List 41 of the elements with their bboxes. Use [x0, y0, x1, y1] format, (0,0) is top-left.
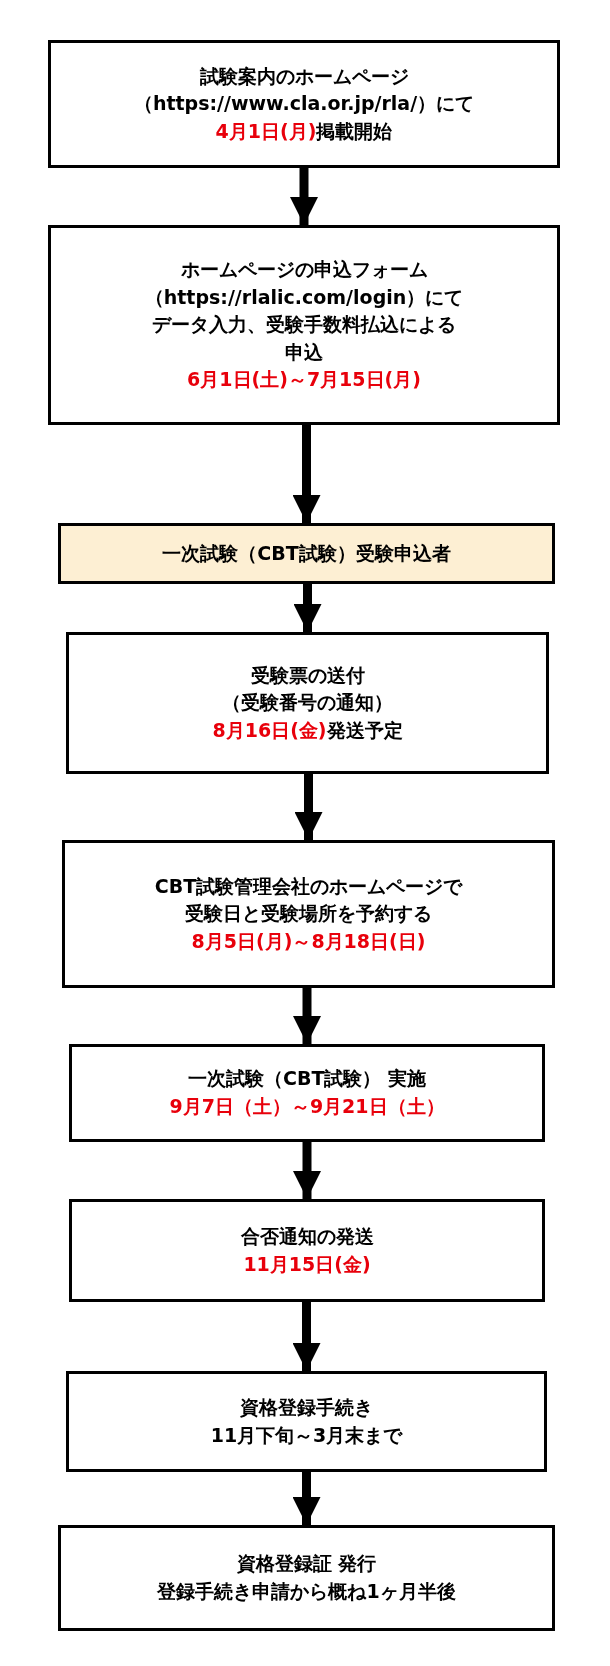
- step-text: 受験日と受験場所を予約する: [185, 902, 432, 925]
- process-box: [58, 523, 555, 584]
- date-text: 8月5日(月)～8月18日(日): [191, 929, 426, 952]
- arrow: [292, 1472, 321, 1525]
- process-box: [62, 840, 555, 988]
- arrow: [293, 988, 321, 1044]
- step-text: （https://www.cla.or.jp/rla/）にて: [133, 92, 475, 115]
- step-text: 登録手続き申請から概ね1ヶ月半後: [157, 1580, 456, 1602]
- arrow: [293, 584, 322, 632]
- step-text: 発送予定: [326, 718, 403, 741]
- step-text: ホームページの申込フォーム: [180, 258, 428, 281]
- date-text: 6月1日(土)～7月15日(月): [187, 368, 421, 391]
- process-box: [66, 1371, 547, 1472]
- arrow: [290, 168, 318, 225]
- arrow: [293, 1142, 321, 1199]
- process-box: [69, 1199, 545, 1302]
- process-box: [69, 1044, 545, 1142]
- step-text: 受験票の送付: [250, 663, 365, 686]
- step-text: CBT試験管理会社のホームページで: [154, 874, 463, 897]
- step-text: 掲載開始: [316, 119, 393, 142]
- date-text: 8月16日(金): [212, 718, 327, 741]
- arrow: [292, 425, 321, 523]
- step-text: 試験案内のホームページ: [199, 64, 409, 87]
- step-text: 一次試験（CBT試験）受験申込者: [162, 541, 451, 564]
- date-text: 4月1日(月): [215, 119, 317, 142]
- arrow: [294, 774, 323, 840]
- step-text: 合否通知の発送: [240, 1224, 374, 1247]
- step-text: （https://rlalic.com/login）にて: [144, 285, 464, 308]
- date-text: 11月15日(金): [243, 1252, 371, 1275]
- step-text: 資格登録手続き: [240, 1395, 373, 1418]
- arrow: [292, 1302, 321, 1371]
- process-box: [48, 225, 560, 425]
- step-text: 11月下旬～3月末まで: [210, 1423, 403, 1446]
- step-text: 資格登録証 発行: [236, 1552, 377, 1575]
- step-text: （受験番号の通知）: [222, 691, 393, 714]
- process-box: [48, 40, 560, 168]
- step-text: 一次試験（CBT試験） 実施: [188, 1067, 426, 1090]
- process-box: [66, 632, 549, 774]
- date-text: 9月7日（土）～9月21日（土）: [169, 1095, 445, 1117]
- process-box: [58, 1525, 555, 1631]
- step-text: データ入力、受験手数料払込による申込: [151, 312, 457, 365]
